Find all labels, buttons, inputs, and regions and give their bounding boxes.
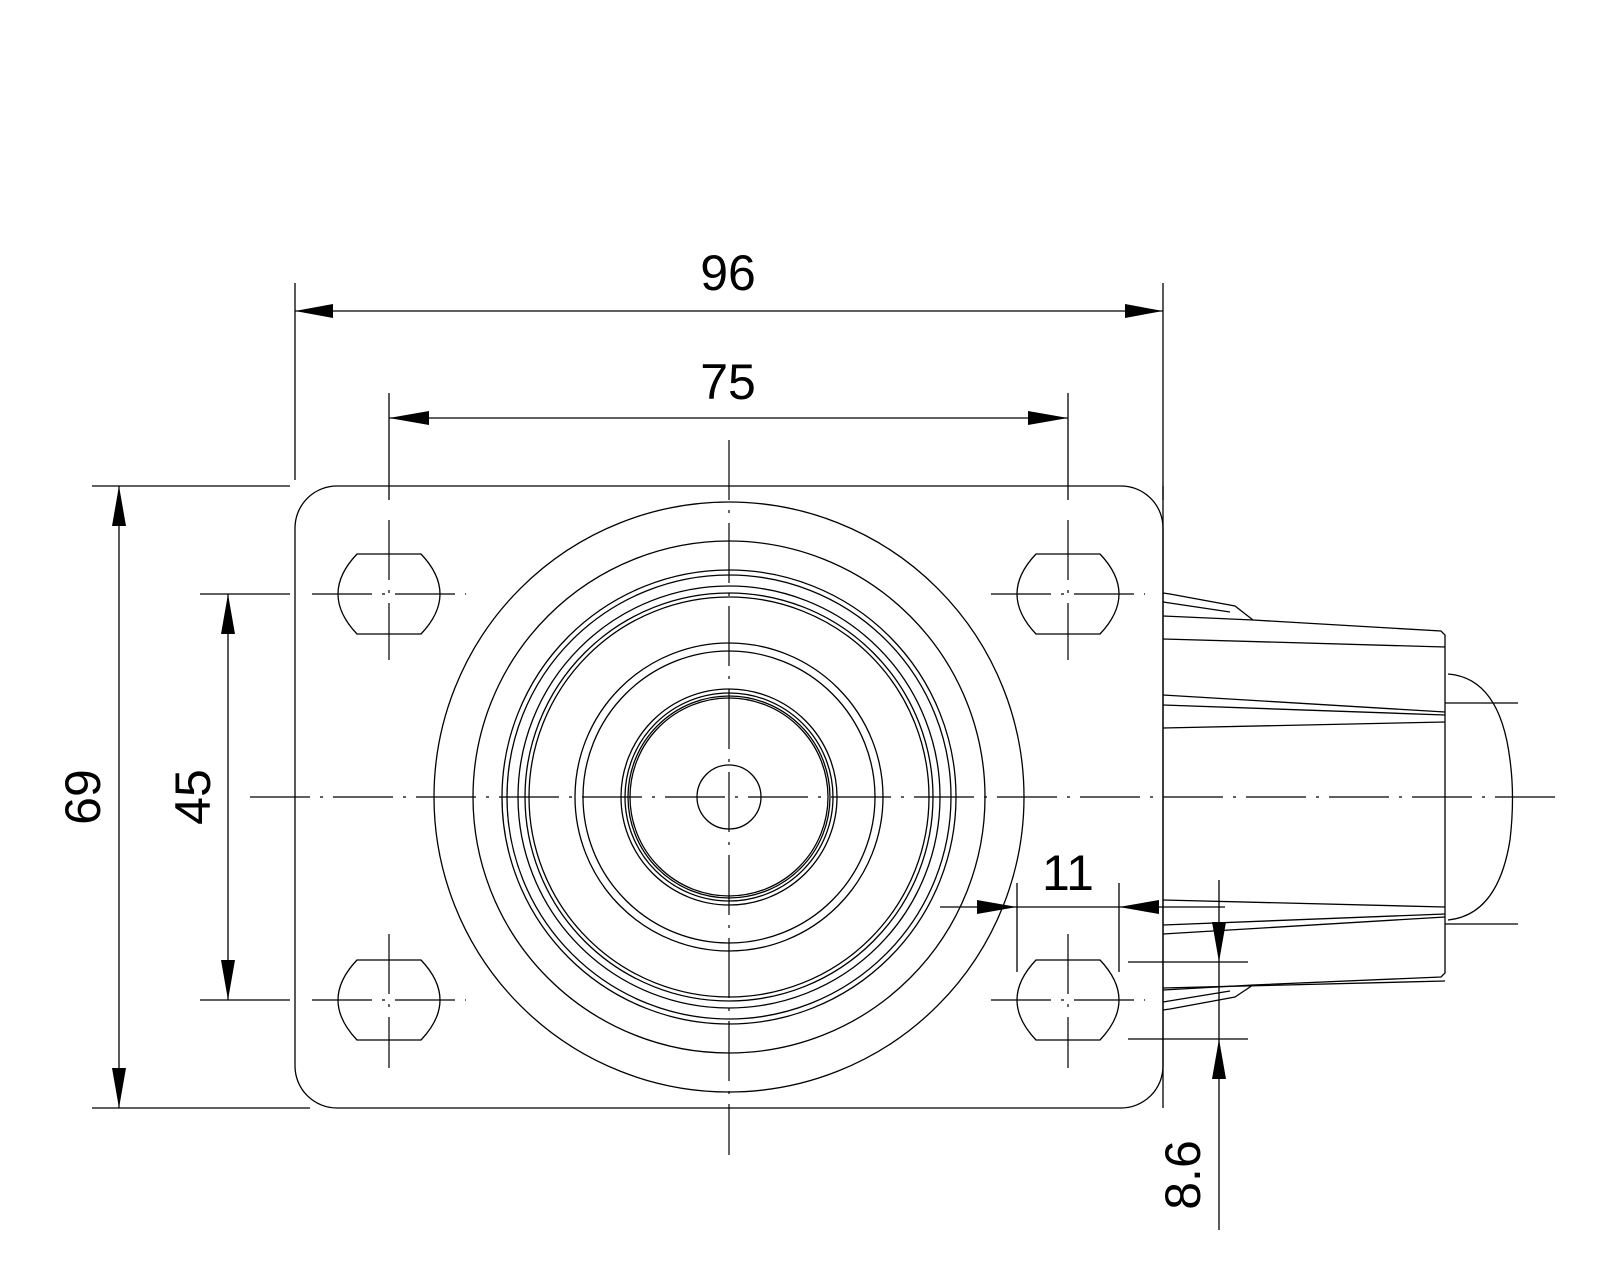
mounting-hole bbox=[1016, 959, 1120, 1041]
dimension-75: 75 bbox=[388, 354, 1069, 500]
side-profile bbox=[1162, 486, 1518, 1108]
dimension-label: 96 bbox=[700, 245, 756, 301]
dimension-label: 11 bbox=[1042, 845, 1094, 901]
dimension-45: 45 bbox=[165, 593, 290, 1001]
dimension-11: 11 bbox=[940, 845, 1225, 972]
mounting-hole bbox=[1016, 553, 1120, 635]
dimension-69: 69 bbox=[55, 485, 310, 1109]
dimension-96: 96 bbox=[294, 245, 1164, 500]
mounting-holes bbox=[337, 553, 1120, 1041]
dimension-8-6: 8.6 bbox=[1128, 880, 1248, 1230]
dimension-label: 69 bbox=[55, 769, 111, 825]
dimension-label: 45 bbox=[165, 769, 221, 825]
mounting-hole bbox=[337, 553, 441, 635]
dimension-label: 8.6 bbox=[1155, 1140, 1211, 1210]
dimension-label: 75 bbox=[700, 354, 756, 410]
center-lines bbox=[250, 440, 1555, 1155]
mounting-hole bbox=[337, 959, 441, 1041]
